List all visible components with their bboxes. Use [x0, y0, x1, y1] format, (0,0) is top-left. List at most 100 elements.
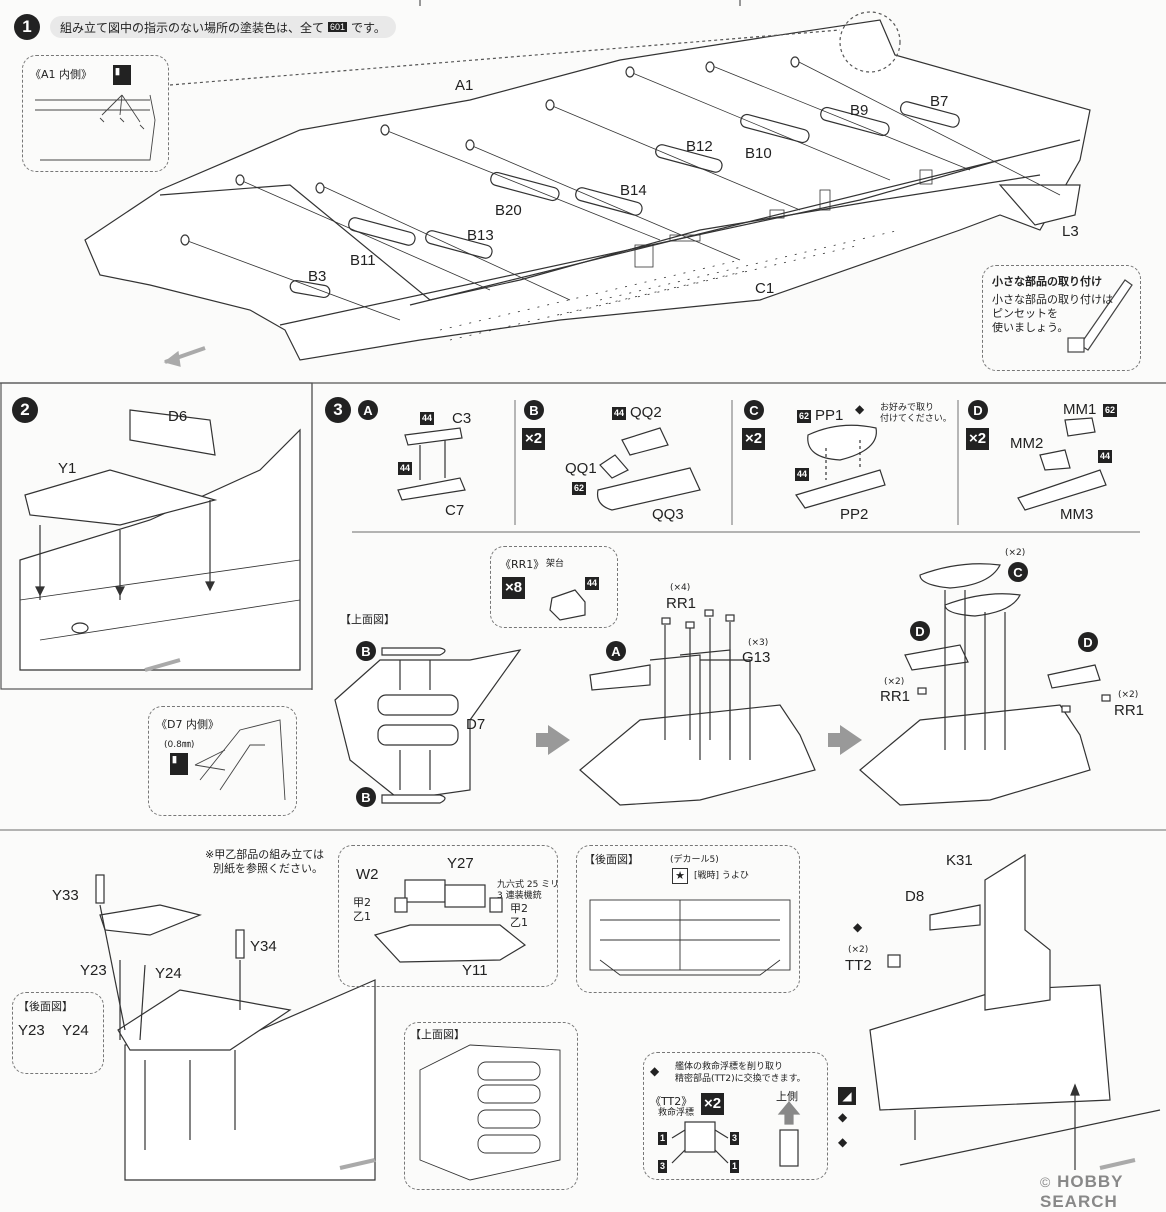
part-qq3: QQ3 — [652, 506, 684, 523]
sub-b-ref-top: B — [356, 641, 376, 661]
rr1-left-count: (×2) — [884, 677, 905, 687]
tt2-title: 《TT2》 — [650, 1095, 693, 1108]
top-view-title: 【上面図】 — [410, 1028, 465, 1041]
step3-mid-assembly — [579, 609, 816, 806]
paint-62-qq1: 62 — [572, 482, 587, 495]
part-d8: D8 — [905, 888, 925, 905]
tweezers-illustration — [1067, 279, 1133, 353]
part-b12: B12 — [686, 138, 713, 155]
aa-gun-note-1: 九六式 25 ミリ — [497, 880, 560, 890]
sub-d-badge: D — [968, 400, 988, 420]
part-y33: Y33 — [52, 887, 79, 904]
step2-number: 2 — [12, 397, 38, 423]
part-pp2: PP2 — [840, 506, 869, 523]
part-d7: D7 — [466, 716, 486, 733]
top-view-box — [404, 1022, 578, 1190]
tip-line-1: 小さな部品の取り付けは — [992, 293, 1113, 306]
g13-count: (×3) — [748, 638, 769, 648]
step1-note-text: 組み立て図中の指示のない場所の塗装色は、全て — [60, 20, 325, 35]
watermark: © HOBBY SEARCH — [1040, 1172, 1166, 1212]
paint-62-mm1: 62 — [1103, 404, 1118, 417]
part-c7: C7 — [445, 502, 465, 519]
part-b7: B7 — [930, 93, 949, 110]
step1-hull — [84, 11, 1091, 367]
d7-drill-size: (0.8㎜) — [164, 740, 195, 750]
part-qq1: QQ1 — [565, 460, 597, 477]
tt2-box — [643, 1052, 828, 1180]
part-y11: Y11 — [462, 962, 488, 979]
part-y23: Y23 — [80, 962, 107, 979]
paint-44-c3: 44 — [420, 412, 435, 425]
paint-44-qq2: 44 — [612, 407, 627, 420]
step3-number: 3 — [325, 397, 351, 423]
rear-view-box — [576, 845, 800, 993]
tt2-count: ×2 — [701, 1093, 725, 1115]
optional-icon: ◆ — [855, 402, 865, 416]
aa-gun-note-2: 3 連装機銃 — [497, 891, 542, 901]
part-d6: D6 — [168, 408, 188, 425]
sub-b-ref-bottom: B — [356, 787, 376, 807]
sub-c-badge: C — [744, 400, 764, 420]
tt2-up-label: 上側 — [776, 1090, 798, 1103]
part-mm2: MM2 — [1010, 435, 1044, 452]
part-b9: B9 — [850, 102, 869, 119]
part-c1: C1 — [755, 280, 775, 297]
part-ko2-left: 甲2 — [353, 896, 371, 909]
drill-icon-d7: ▮ — [170, 753, 188, 775]
a1-inner-inset — [35, 94, 156, 161]
y11-box — [338, 845, 558, 987]
part-l3: L3 — [1062, 223, 1079, 240]
option-icon-2: ◆ — [838, 1110, 848, 1124]
part-rr1-left: RR1 — [880, 688, 911, 705]
optional-icon-tt2: ◆ — [650, 1064, 660, 1078]
tip-title: 小さな部品の取り付け — [992, 275, 1102, 288]
rr1-box — [490, 546, 618, 628]
flow-arrow-2 — [828, 725, 862, 755]
tt2-right-count: (×2) — [848, 945, 869, 955]
part-rr1-right: RR1 — [1114, 702, 1145, 719]
part-g13: G13 — [742, 649, 771, 666]
part-qq2: QQ2 — [630, 404, 662, 421]
step1-number: 1 — [14, 14, 40, 40]
rr1-title: 《RR1》 — [500, 558, 545, 571]
sub-c-note-1: お好みで取り — [880, 403, 935, 413]
part-tt2: TT2 — [845, 957, 872, 974]
part-y1: Y1 — [58, 460, 77, 477]
star-icon: ★ — [672, 868, 688, 884]
tt2-num-1b: 1 — [730, 1160, 740, 1173]
part-otsu1-left: 乙1 — [353, 910, 371, 923]
part-b11: B11 — [350, 252, 376, 269]
part-b10: B10 — [745, 145, 772, 162]
part-c3: C3 — [452, 410, 472, 427]
rr1-count: ×8 — [502, 577, 526, 599]
tt2-note-2: 精密部品(TT2)に交換できます。 — [675, 1074, 806, 1084]
part-w2: W2 — [356, 866, 379, 883]
sub-c-ref-count: (×2) — [1005, 548, 1026, 558]
rear-part-y24: Y24 — [62, 1022, 89, 1039]
part-b13: B13 — [467, 227, 494, 244]
sub-c-count: ×2 — [742, 428, 766, 450]
ko-otsu-note-1: ※甲乙部品の組み立ては — [205, 848, 324, 861]
d7-top-view — [334, 647, 522, 804]
decal-caption: [戦時] うよひ — [694, 871, 749, 881]
rr1-stand-sketch — [549, 589, 586, 621]
tip-line-2: ピンセットを — [992, 307, 1058, 320]
step1-paint-note: 組み立て図中の指示のない場所の塗装色は、全て 601 です。 — [50, 16, 396, 38]
option-icon-1: ◢ — [838, 1087, 856, 1105]
rr1-sub: 架台 — [546, 559, 565, 569]
paint-44-rr1: 44 — [585, 577, 600, 590]
part-otsu1-right: 乙1 — [510, 916, 528, 929]
rr1-mid-count: (×4) — [670, 583, 691, 593]
d7-inner-title: 《D7 内側》 — [156, 718, 219, 731]
step4-left-assembly — [95, 874, 376, 1181]
rr1-right-count: (×2) — [1118, 690, 1139, 700]
paint-44-pp2: 44 — [795, 468, 810, 481]
part-mm1: MM1 — [1063, 401, 1097, 418]
d7-inner-detail — [194, 719, 286, 801]
decal-label: (デカール5) — [670, 855, 719, 865]
rear-view-title: 【後面図】 — [584, 853, 639, 866]
paint-color-code: 601 — [328, 22, 348, 32]
part-y27: Y27 — [447, 855, 474, 872]
